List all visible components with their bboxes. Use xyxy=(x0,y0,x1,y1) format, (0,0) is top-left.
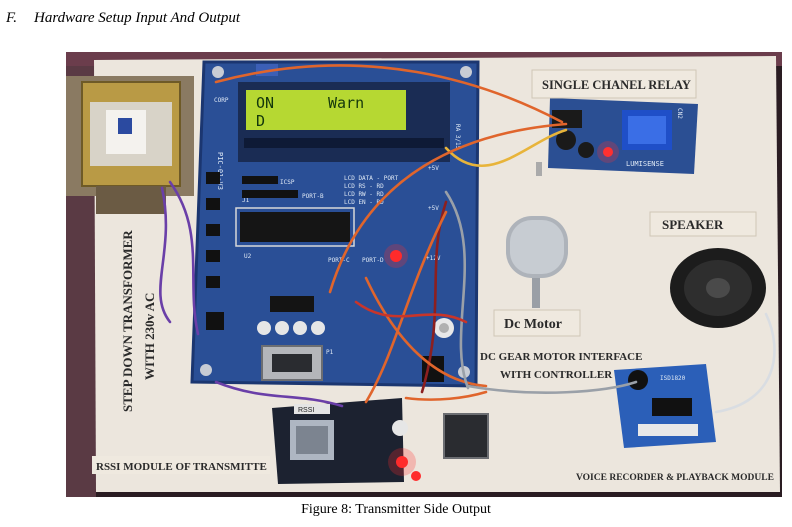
voice-recorder-module: ISD1820 xyxy=(614,364,716,448)
small-ic xyxy=(270,296,314,312)
section-number: F. xyxy=(6,10,17,26)
plus5v-label-2: +5V xyxy=(428,205,439,212)
port-c-label: PORT-C xyxy=(328,257,350,264)
u2-label: U2 xyxy=(244,253,252,260)
speaker-label: SPEAKER xyxy=(662,217,724,232)
rssi-module: RSSI xyxy=(272,398,489,484)
transformer-label-line1: STEP DOWN TRANSFORMER xyxy=(120,230,135,412)
relay-label: SINGLE CHANEL RELAY xyxy=(542,78,691,92)
capacitor-row xyxy=(257,321,325,335)
voice-module-label: VOICE RECORDER & PLAYBACK MODULE xyxy=(576,473,774,483)
rssi-led xyxy=(396,456,408,468)
lcd-line1-right: Warn xyxy=(328,94,364,112)
plus5v-label-1: +5V xyxy=(428,165,439,172)
figure-caption: Figure 8: Transmitter Side Output xyxy=(301,502,491,517)
figure-photo: ON Warn D PIC-01-V3 CORP LCD DATA - PORT… xyxy=(66,52,782,497)
isd-chip-label: ISD1820 xyxy=(660,375,686,382)
lcd-line1-left: ON xyxy=(256,94,274,112)
motor-label-plate xyxy=(493,309,581,337)
section-heading: F. Hardware Setup Input And Output xyxy=(6,10,240,27)
section-title: Hardware Setup Input And Output xyxy=(34,10,241,26)
gear-interface-label-line1: DC GEAR MOTOR INTERFACE xyxy=(480,351,642,363)
lcd-rw-label: LCD RW - RD xyxy=(344,191,384,198)
rssi-tag-plate xyxy=(294,404,330,414)
port-d-label: PORT-D xyxy=(362,257,384,264)
transformer-label-line2: WITH 230v AC xyxy=(142,293,157,380)
board-power-led xyxy=(390,250,402,262)
board-model-label: PIC-01-V3 xyxy=(216,152,224,190)
mcu-socket xyxy=(235,207,355,247)
dc-motor xyxy=(506,216,568,308)
lcd-line2: D xyxy=(256,112,265,130)
ra-label: RA 3/15 xyxy=(454,124,461,150)
lcd-en-label: LCD EN - RD xyxy=(344,199,384,206)
relay-brand-label: LUMISENSE xyxy=(626,160,664,168)
power-jack xyxy=(206,312,224,330)
rssi-module-label: RSSI MODULE OF TRANSMITTE xyxy=(96,461,267,473)
lcd-screen xyxy=(246,90,406,130)
pic-development-board: ON Warn D PIC-01-V3 CORP LCD DATA - PORT… xyxy=(190,60,480,388)
dc-motor-label: Dc Motor xyxy=(504,317,562,332)
relay-label-plate xyxy=(531,69,697,99)
port-b-label: PORT-B xyxy=(302,193,324,200)
lcd-rs-label: LCD RS - RD xyxy=(344,183,384,190)
mcu-chip xyxy=(240,212,350,242)
j1-label: J1 xyxy=(242,197,250,204)
relay-cn2-label: CN2 xyxy=(676,108,683,119)
icsp-header xyxy=(242,176,278,184)
speaker xyxy=(670,248,766,328)
plus12v-label: +12V xyxy=(426,255,441,262)
rssi-label-plate xyxy=(92,456,270,474)
p1-label: P1 xyxy=(326,349,334,356)
transformer-logo-icon xyxy=(118,118,132,134)
speaker-label-plate xyxy=(649,211,757,237)
rssi-db9-connector xyxy=(443,413,489,459)
port-b-header xyxy=(242,190,298,198)
gear-interface-label-line2: WITH CONTROLLER xyxy=(500,369,613,381)
icsp-label: ICSP xyxy=(280,179,295,186)
relay-module: LUMISENSE CN2 xyxy=(536,98,698,176)
step-down-transformer xyxy=(66,76,194,214)
rssi-tag-label: RSSI xyxy=(298,407,314,414)
board-corp-label: CORP xyxy=(214,97,229,104)
lcd-data-label: LCD DATA - PORT xyxy=(344,175,399,182)
relay-led xyxy=(603,147,613,157)
wiring xyxy=(159,64,776,414)
